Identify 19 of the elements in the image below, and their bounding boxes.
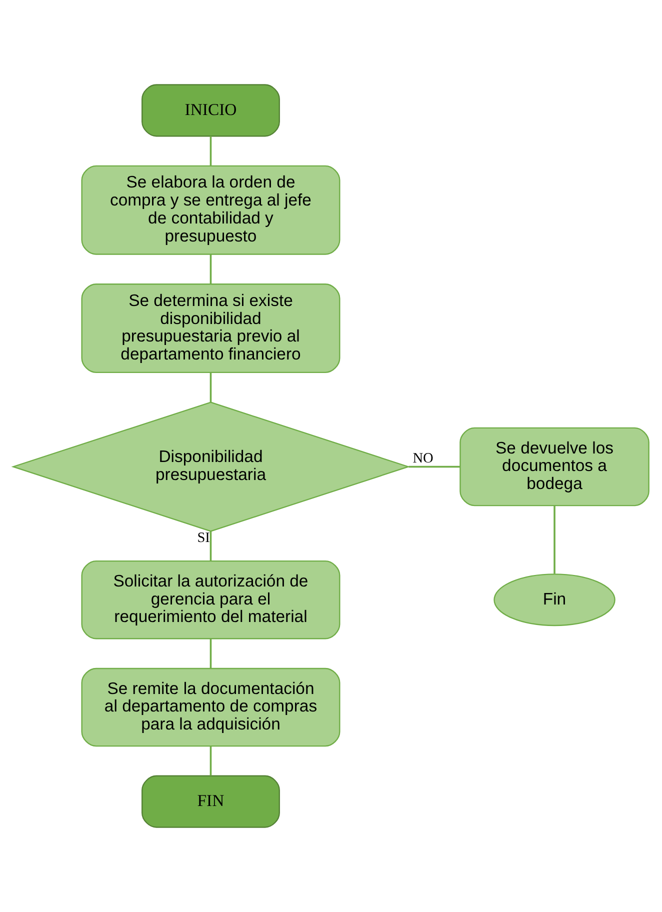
node-box: Se elabora la orden de compra y se entrega al jefe de contabilidad y presupuesto xyxy=(81,165,340,255)
node-box: Solicitar la autorización de gerencia para el requerimiento del material xyxy=(81,560,340,640)
connector xyxy=(210,136,212,166)
connector xyxy=(210,746,212,776)
connector xyxy=(210,372,212,402)
node-ellipse: Fin xyxy=(494,574,616,626)
connector xyxy=(554,506,556,574)
connector xyxy=(210,254,212,284)
connector xyxy=(408,466,460,468)
node-box: Se determina si existe disponibilidad presupuestaria previo al departamento financiero xyxy=(81,284,340,374)
node-diamond: Disponibilidad presupuestaria xyxy=(11,402,410,532)
edge-label: NO xyxy=(412,450,434,467)
edge-label: SI xyxy=(197,530,210,546)
node-box: Se remite la documentación al departamento de compras para la adquisición xyxy=(81,668,340,747)
connector xyxy=(210,638,212,668)
node-box: FIN xyxy=(142,775,280,828)
node-box: Se devuelve los documentos a bodega xyxy=(460,427,650,506)
node-box: INICIO xyxy=(142,84,280,137)
connector xyxy=(210,531,212,561)
